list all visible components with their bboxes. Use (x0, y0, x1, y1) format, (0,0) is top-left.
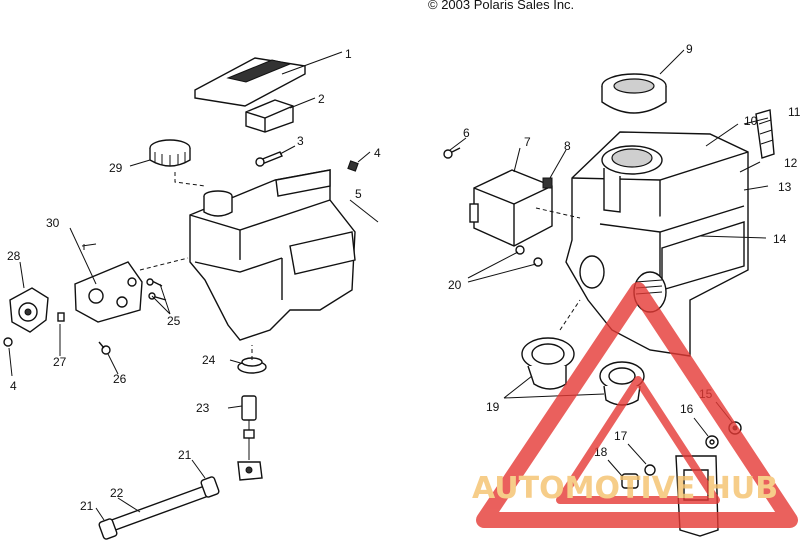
callout-14: 14 (773, 232, 787, 246)
callout-25: 25 (167, 314, 181, 328)
callout-17: 17 (614, 429, 628, 443)
part-20-screws (515, 245, 543, 267)
callout-1: 1 (345, 47, 352, 61)
callout-28: 28 (7, 249, 21, 263)
callout-23: 23 (196, 401, 210, 415)
part-3-screw (255, 151, 283, 167)
callout-labels: 1 2 3 4 5 6 7 8 9 10 11 12 13 14 15 16 1… (7, 42, 800, 513)
callout-11: 11 (788, 105, 800, 119)
callout-19: 19 (486, 400, 500, 414)
callout-3: 3 (297, 134, 304, 148)
copyright-notice: © 2003 Polaris Sales Inc. (428, 0, 575, 12)
leader-lines-left (8, 51, 379, 521)
part-8-clip (542, 177, 553, 189)
part-27-clip (57, 312, 65, 322)
callout-22: 22 (110, 486, 124, 500)
part-6-screw (443, 147, 461, 159)
callout-10: 10 (744, 114, 758, 128)
callout-13: 13 (778, 180, 792, 194)
part-23-sensor (237, 395, 263, 481)
part-30-bracket (74, 243, 143, 323)
callout-24: 24 (202, 353, 216, 367)
part-21-cap-b (98, 518, 118, 540)
callout-20: 20 (448, 278, 462, 292)
part-28-pump (9, 287, 49, 333)
callout-21a: 21 (178, 448, 192, 462)
part-4-nut-top (347, 160, 359, 172)
callout-30: 30 (46, 216, 60, 230)
part-21-cap-a (200, 476, 220, 498)
part-10-14-airbox (565, 131, 749, 357)
part-9-ring (601, 73, 667, 114)
callout-12: 12 (784, 156, 798, 170)
part-26-screw (98, 341, 111, 355)
part-29-cap (149, 139, 191, 167)
part-11-strap (755, 109, 775, 159)
part-16-washer (705, 435, 719, 449)
callout-4b: 4 (10, 379, 17, 393)
callout-8: 8 (564, 139, 571, 153)
part-1-cover (194, 57, 306, 107)
callout-26: 26 (113, 372, 127, 386)
watermark-text: AUTOMOTIVE HUB (472, 471, 778, 506)
callout-6: 6 (463, 126, 470, 140)
part-7-module (469, 169, 553, 247)
callout-9: 9 (686, 42, 693, 56)
callout-16: 16 (680, 402, 694, 416)
callout-21b: 21 (80, 499, 94, 513)
callout-2: 2 (318, 92, 325, 106)
callout-5: 5 (355, 187, 362, 201)
part-4-nut-left (3, 337, 13, 347)
part-19-boot-b (599, 361, 645, 406)
watermark: AUTOMOTIVE HUB (472, 282, 798, 528)
callout-27: 27 (53, 355, 67, 369)
part-18-collar (621, 473, 639, 489)
callout-4: 4 (374, 146, 381, 160)
part-19-boot-a (521, 337, 575, 390)
part-25-screws (146, 278, 167, 301)
callout-7: 7 (524, 135, 531, 149)
part-24-grommet (237, 357, 267, 374)
part-5-oil-tank (189, 169, 356, 341)
part-2-block (245, 99, 294, 133)
part-17-washer (644, 464, 656, 476)
callout-29: 29 (109, 161, 123, 175)
